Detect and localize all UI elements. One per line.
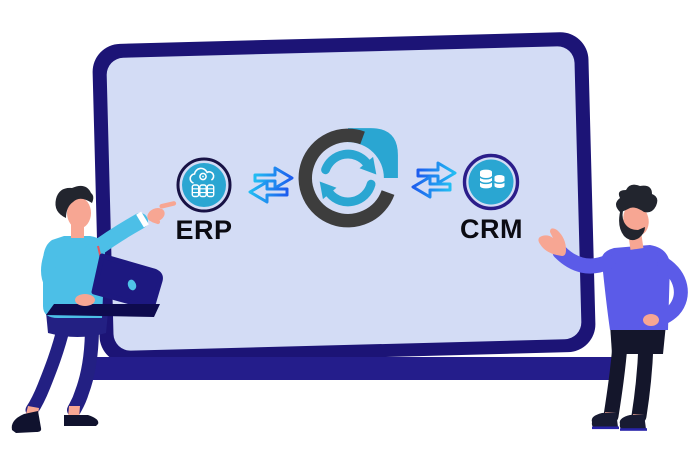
hair bbox=[55, 185, 94, 218]
beard bbox=[619, 208, 645, 241]
hand-on-laptop bbox=[75, 294, 95, 306]
shoe bbox=[64, 415, 99, 426]
two-way-arrow-right-icon bbox=[411, 161, 457, 199]
face bbox=[623, 204, 649, 236]
presenting-arm bbox=[552, 244, 616, 274]
crm-label: CRM bbox=[460, 214, 523, 244]
crm-icon bbox=[462, 153, 520, 211]
person-left-pointing bbox=[11, 185, 177, 433]
hair bbox=[616, 184, 658, 213]
laptop-in-hand bbox=[46, 253, 163, 317]
pants bbox=[610, 324, 666, 354]
cloud-gear-databases-glyph bbox=[189, 167, 215, 198]
erp-label: ERP bbox=[175, 215, 233, 245]
person-right-presenting bbox=[538, 184, 688, 431]
shirt bbox=[601, 245, 670, 330]
laptop-base bbox=[86, 357, 620, 380]
sync-arrows-icon bbox=[298, 128, 398, 228]
shoes bbox=[591, 412, 647, 431]
pants bbox=[46, 312, 108, 337]
pointing-arm bbox=[84, 213, 148, 260]
cycle-arrows-glyph bbox=[319, 149, 377, 207]
face bbox=[67, 197, 91, 229]
open-hand bbox=[538, 228, 566, 256]
hand-on-hip bbox=[643, 314, 659, 326]
pointing-hand bbox=[147, 201, 177, 225]
laptop-logo-dot bbox=[127, 279, 137, 291]
two-way-arrow-left-icon bbox=[248, 166, 294, 204]
shoe bbox=[11, 411, 42, 433]
databases-glyph bbox=[479, 169, 506, 189]
erp-icon bbox=[176, 157, 232, 213]
